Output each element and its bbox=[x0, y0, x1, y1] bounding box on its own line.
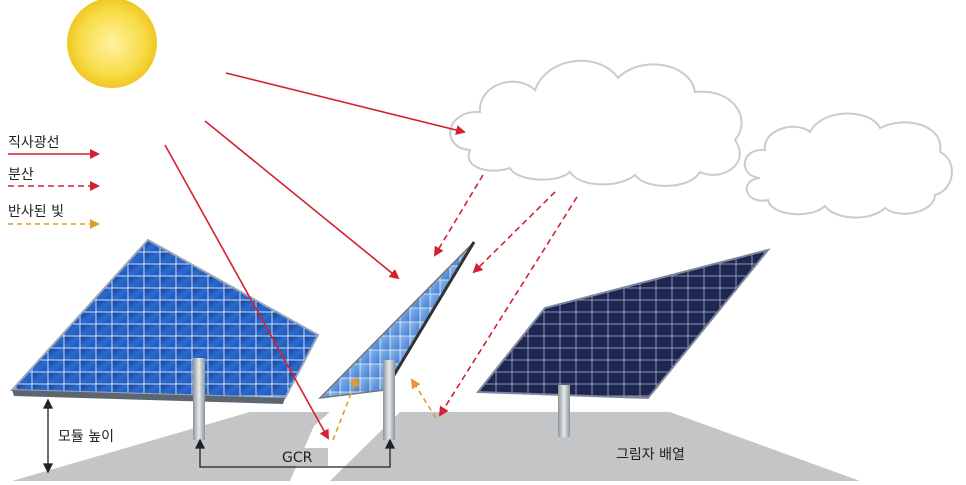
legend: 직사광선 분산 반사된 빛 bbox=[8, 135, 100, 229]
legend-diffuse-label: 분산 bbox=[8, 167, 34, 183]
ground-shadows bbox=[12, 412, 860, 481]
sun-icon bbox=[67, 0, 157, 88]
right-solar-panel bbox=[475, 248, 771, 400]
gcr-label-bg bbox=[262, 448, 328, 466]
left-solar-panel bbox=[9, 238, 320, 404]
module-height-label: 모듈 높이 bbox=[58, 429, 114, 445]
right-pole bbox=[558, 385, 570, 437]
gcr-dimension bbox=[194, 438, 396, 468]
gcr-label: GCR bbox=[282, 450, 313, 466]
direct-light-rays bbox=[164, 72, 466, 440]
left-pole bbox=[193, 358, 205, 440]
shadow-array-label: 그림자 배열 bbox=[616, 447, 685, 463]
legend-reflected-label: 반사된 빛 bbox=[8, 204, 64, 220]
cloud-icon bbox=[743, 112, 953, 219]
module-height-dimension bbox=[42, 398, 54, 474]
reflected-light-rays bbox=[332, 376, 437, 441]
middle-pole bbox=[383, 360, 395, 440]
middle-solar-panel bbox=[317, 241, 476, 400]
legend-direct-label: 직사광선 bbox=[8, 135, 60, 151]
cloud-icon bbox=[449, 59, 743, 187]
diffuse-light-rays bbox=[433, 174, 578, 417]
